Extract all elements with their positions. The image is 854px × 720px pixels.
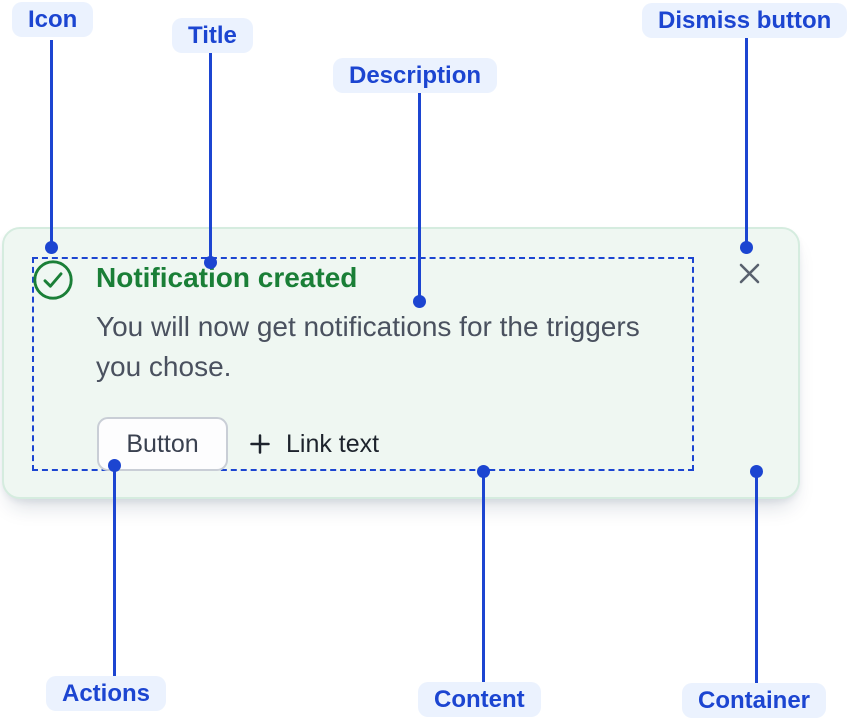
- annotation-dot-container: [750, 465, 763, 478]
- annotation-label-actions: Actions: [46, 676, 167, 711]
- annotation-line-title: [209, 53, 212, 263]
- annotation-line-container: [755, 472, 758, 683]
- annotation-label-dismiss-button: Dismiss button: [642, 3, 848, 38]
- annotation-line-description: [418, 93, 421, 302]
- flag-actions: Button Link text: [97, 417, 379, 471]
- annotation-dot-icon: [45, 241, 58, 254]
- annotation-label-description: Description: [333, 58, 498, 93]
- annotation-label-title: Title: [172, 18, 253, 53]
- flag-description: You will now get notifications for the t…: [96, 311, 640, 382]
- annotation-line-dismiss-button: [745, 38, 748, 248]
- flag-link-label: Link text: [286, 429, 380, 458]
- flag-title: Notification created: [96, 262, 358, 293]
- close-icon: [737, 261, 762, 286]
- plus-icon: [248, 432, 272, 456]
- annotation-line-icon: [50, 40, 53, 248]
- annotation-dot-actions: [108, 459, 121, 472]
- flag-content-area: [32, 257, 694, 471]
- annotation-line-content: [482, 472, 485, 682]
- annotation-label-content: Content: [418, 682, 541, 717]
- check-circle-icon: [32, 259, 74, 301]
- flag-link[interactable]: Link text: [248, 430, 379, 459]
- annotation-dot-title: [204, 256, 217, 269]
- annotation-dot-description: [413, 295, 426, 308]
- annotation-line-actions: [113, 466, 116, 676]
- annotation-dot-content: [477, 465, 490, 478]
- annotation-label-container: Container: [682, 683, 827, 718]
- annotation-label-icon: Icon: [12, 2, 94, 37]
- annotation-dot-dismiss-button: [740, 241, 753, 254]
- dismiss-button[interactable]: [731, 255, 767, 291]
